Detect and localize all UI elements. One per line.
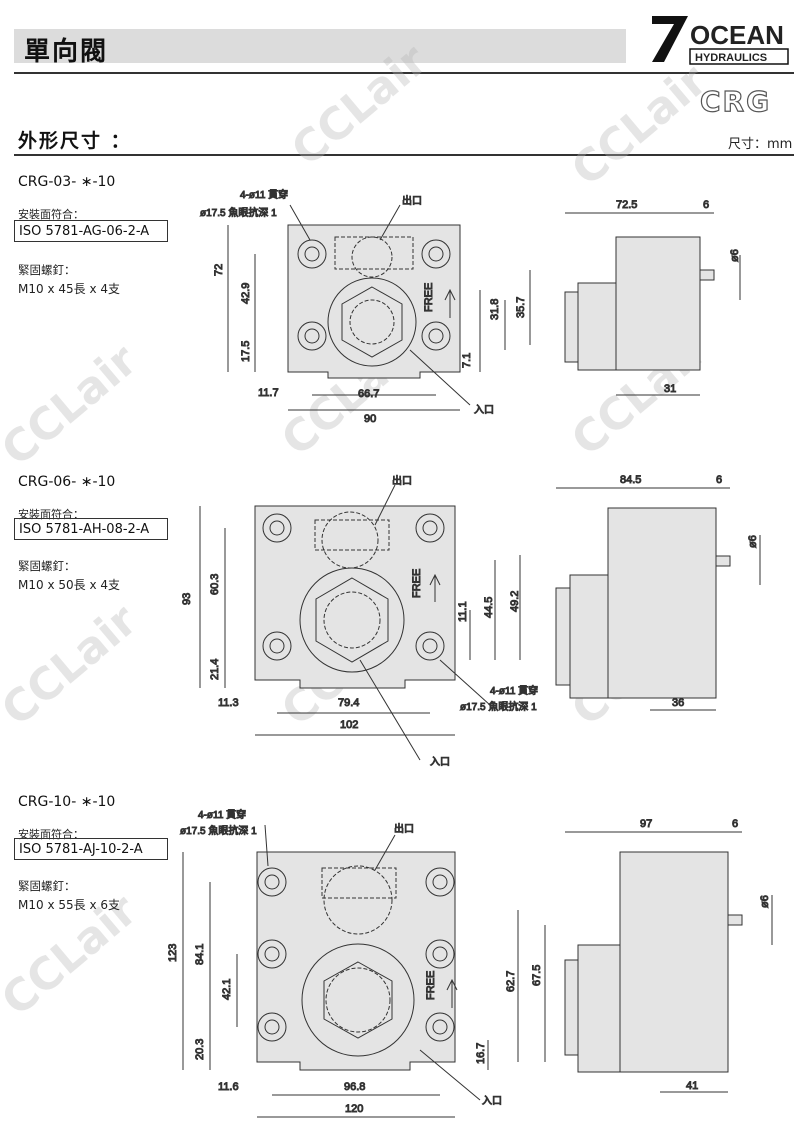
dim-mid: 42.1 xyxy=(221,979,233,1000)
hole-note-2: ø17.5 魚眼抗深 1 xyxy=(180,824,257,837)
bolt-label: 緊固螺釘： xyxy=(18,263,76,277)
bolt-label: 緊固螺釘： xyxy=(18,559,76,573)
hole-note-1: 4-ø11 貫穿 xyxy=(198,808,246,821)
dim-height: 123 xyxy=(167,944,179,962)
outlet-label: 出口 xyxy=(392,474,412,487)
free-label: FREE xyxy=(423,283,435,312)
dim-lower: 21.4 xyxy=(209,659,221,680)
dim-side-base: 41 xyxy=(686,1080,698,1092)
dim-offset-left: 11.6 xyxy=(218,1081,239,1093)
dim-pitch: 66.7 xyxy=(358,388,379,400)
logo-subtext: HYDRAULICS xyxy=(695,52,767,64)
dim-pitch: 79.4 xyxy=(338,697,359,709)
dim-offset-left: 11.7 xyxy=(258,387,279,399)
dim-side-base: 31 xyxy=(664,383,676,395)
dim-offset-left: 11.3 xyxy=(218,697,239,709)
dim-upper: 60.3 xyxy=(209,574,221,595)
drawing-crg-06: 93 60.3 21.4 11.3 79.4 102 11.1 44.5 49.… xyxy=(0,460,800,780)
dim-height: 72 xyxy=(213,264,225,276)
hole-note-2: ø17.5 魚眼抗深 1 xyxy=(200,206,277,219)
mount-label: 安裝面符合： xyxy=(18,508,84,521)
model-code: CRG-10- ∗-10 xyxy=(18,794,116,810)
dim-pitch: 96.8 xyxy=(344,1081,365,1093)
dim-side-c: 16.7 xyxy=(475,1043,487,1064)
dim-side-base: 36 xyxy=(672,697,684,709)
bolt-value: M10 x 45長 x 4支 xyxy=(18,282,120,296)
dim-height: 93 xyxy=(181,593,193,605)
dim-width: 102 xyxy=(340,719,358,731)
mount-standard: ISO 5781-AG-06-2-A xyxy=(14,220,168,242)
hole-note-1: 4-ø11 貫穿 xyxy=(490,684,538,697)
inlet-label: 入口 xyxy=(482,1096,502,1107)
drawing-crg-10: 123 84.1 42.1 20.3 11.6 96.8 120 62.7 67… xyxy=(0,790,800,1134)
logo-text: OCEAN xyxy=(690,20,784,50)
series-code: CRG xyxy=(699,84,772,118)
dim-pin-len: 6 xyxy=(732,818,738,830)
dim-side-length: 72.5 xyxy=(616,199,637,211)
hole-note-1: 4-ø11 貫穿 xyxy=(240,188,288,201)
hole-note-2: ø17.5 魚眼抗深 1 xyxy=(460,700,537,713)
dim-pin-len: 6 xyxy=(703,199,709,211)
dim-pin-len: 6 xyxy=(716,474,722,486)
dim-lower: 20.3 xyxy=(194,1039,206,1060)
dim-upper: 84.1 xyxy=(194,944,206,965)
section-title: 外形尺寸 ： xyxy=(18,130,132,152)
dim-side-c: 7.1 xyxy=(461,353,473,368)
bolt-value: M10 x 50長 x 4支 xyxy=(18,578,120,592)
page-title: 單向閥 xyxy=(24,37,109,67)
outlet-label: 出口 xyxy=(402,194,422,207)
bolt-value: M10 x 55長 x 6支 xyxy=(18,898,120,912)
dim-pin-dia: ø6 xyxy=(729,249,741,262)
dim-upper: 42.9 xyxy=(240,283,252,304)
model-code: CRG-03- ∗-10 xyxy=(18,174,116,190)
unit-note: 尺寸：mm xyxy=(728,137,793,152)
mount-standard: ISO 5781-AJ-10-2-A xyxy=(14,838,168,860)
mount-label: 安裝面符合： xyxy=(18,208,84,221)
section-rule xyxy=(14,154,794,156)
mount-label: 安裝面符合： xyxy=(18,828,84,841)
mount-standard: ISO 5781-AH-08-2-A xyxy=(14,518,168,540)
dim-side-length: 97 xyxy=(640,818,652,830)
brand-logo: OCEAN HYDRAULICS xyxy=(650,14,790,66)
dim-side-b: 44.5 xyxy=(483,597,495,618)
dim-width: 120 xyxy=(345,1103,363,1115)
inlet-label: 入口 xyxy=(430,757,450,768)
dim-side-a: 62.7 xyxy=(505,971,517,992)
dim-side-a: 31.8 xyxy=(489,299,501,320)
dim-pin-dia: ø6 xyxy=(759,895,771,908)
dim-lower: 17.5 xyxy=(240,341,252,362)
title-rule xyxy=(14,72,794,74)
free-label: FREE xyxy=(411,569,423,598)
inlet-label: 入口 xyxy=(474,405,494,416)
dim-pin-dia: ø6 xyxy=(747,535,759,548)
dim-width: 90 xyxy=(364,413,376,425)
dim-side-length: 84.5 xyxy=(620,474,641,486)
bolt-label: 緊固螺釘： xyxy=(18,879,76,893)
free-label: FREE xyxy=(425,971,437,1000)
drawing-crg-03: 72 42.9 17.5 11.7 66.7 90 31.8 35.7 7.1 … xyxy=(0,160,800,440)
dim-side-a: 11.1 xyxy=(457,601,469,622)
dim-side-b: 35.7 xyxy=(515,297,527,318)
model-code: CRG-06- ∗-10 xyxy=(18,474,116,490)
dim-side-b: 67.5 xyxy=(531,965,543,986)
outlet-label: 出口 xyxy=(394,822,414,835)
dim-side-c: 49.2 xyxy=(509,591,521,612)
title-bar xyxy=(14,29,626,63)
